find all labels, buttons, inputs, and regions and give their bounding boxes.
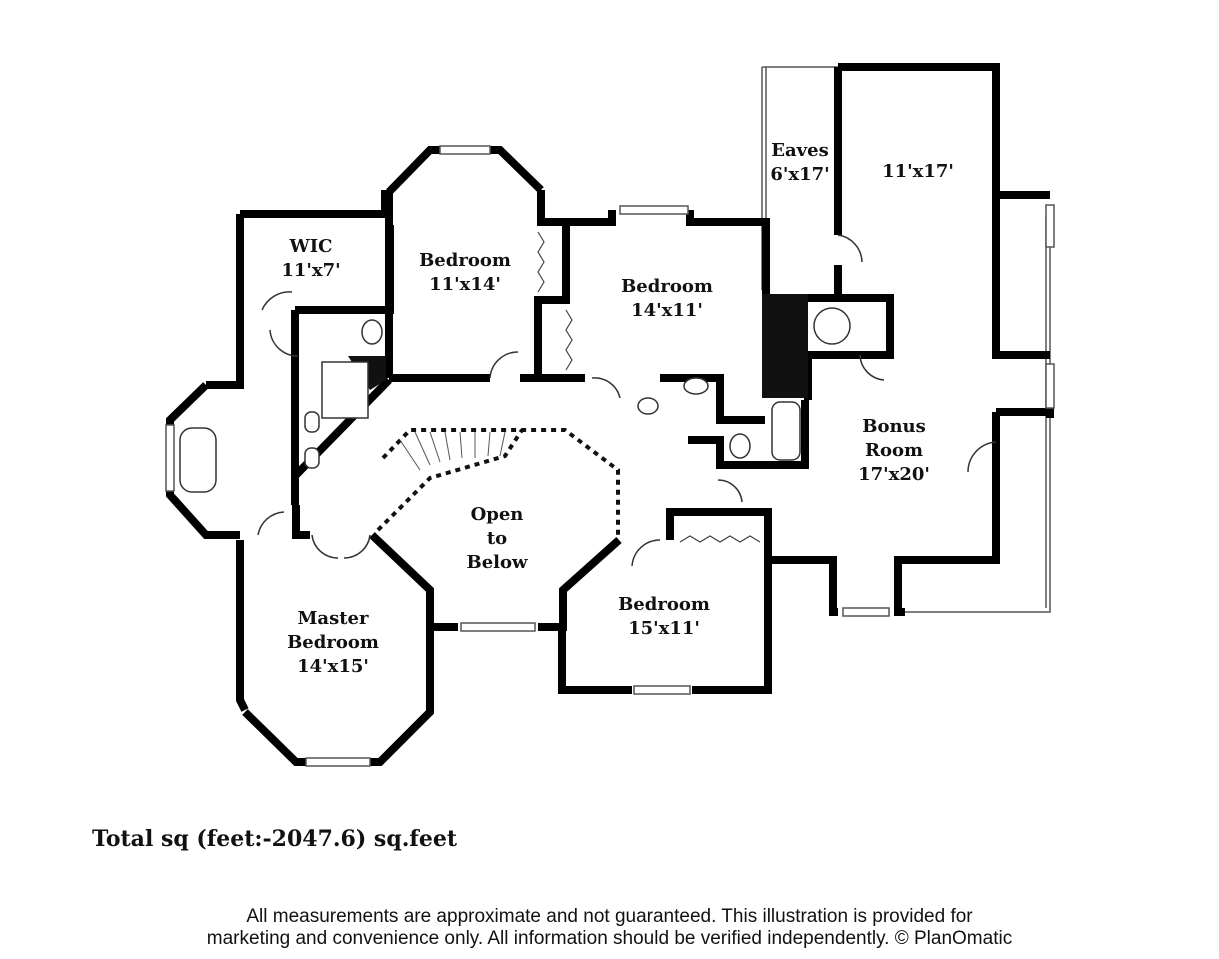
closet-doors	[537, 231, 761, 543]
room-label-storage: 11'x17'	[882, 161, 954, 182]
room-label-line: 14'x11'	[631, 300, 703, 321]
room-label-wic: WIC 11'x7'	[281, 236, 340, 281]
room-labels: WIC 11'x7' Bedroom 11'x14' Bedroom 14'x11' Eav…	[281, 140, 954, 677]
walls	[166, 63, 1054, 766]
room-label-line: 11'x17'	[882, 161, 954, 182]
room-label-line: WIC	[289, 236, 333, 257]
doors	[257, 234, 997, 567]
room-label-line: Below	[466, 552, 528, 573]
fixtures	[179, 307, 851, 493]
room-label-line: 14'x15'	[297, 656, 369, 677]
room-label-line: 11'x7'	[281, 260, 340, 281]
room-label-line: Master	[298, 608, 369, 629]
disclaimer-line-2: marketing and convenience only. All info…	[206, 928, 1013, 949]
room-label-line: 11'x14'	[429, 274, 501, 295]
chimney-block	[348, 294, 808, 398]
room-label-line: Bedroom	[419, 250, 511, 271]
room-label-line: Open	[471, 504, 524, 525]
room-label-line: 15'x11'	[628, 618, 700, 639]
room-label-bedroom-1: Bedroom 11'x14'	[419, 250, 511, 295]
room-label-line: Eaves	[771, 140, 828, 161]
total-square-feet: Total sq (feet:-2047.6) sq.feet	[92, 826, 457, 852]
stairs	[376, 428, 620, 535]
stair-treads	[399, 431, 506, 471]
room-label-line: 6'x17'	[770, 164, 829, 185]
room-label-eaves: Eaves 6'x17'	[770, 140, 829, 185]
room-label-bedroom-2: Bedroom 14'x11'	[621, 276, 713, 321]
room-label-line: Bedroom	[618, 594, 710, 615]
room-label-line: 17'x20'	[858, 464, 930, 485]
room-label-bedroom-3: Bedroom 15'x11'	[618, 594, 710, 639]
windows	[165, 145, 1055, 767]
disclaimer-line-1: All measurements are approximate and not…	[246, 906, 973, 927]
room-label-line: Bonus	[862, 416, 926, 437]
room-label-line: to	[487, 528, 507, 549]
room-label-line: Bedroom	[287, 632, 379, 653]
room-label-line: Bedroom	[621, 276, 713, 297]
room-label-line: Room	[865, 440, 923, 461]
disclaimer: All measurements are approximate and not…	[0, 906, 1219, 950]
